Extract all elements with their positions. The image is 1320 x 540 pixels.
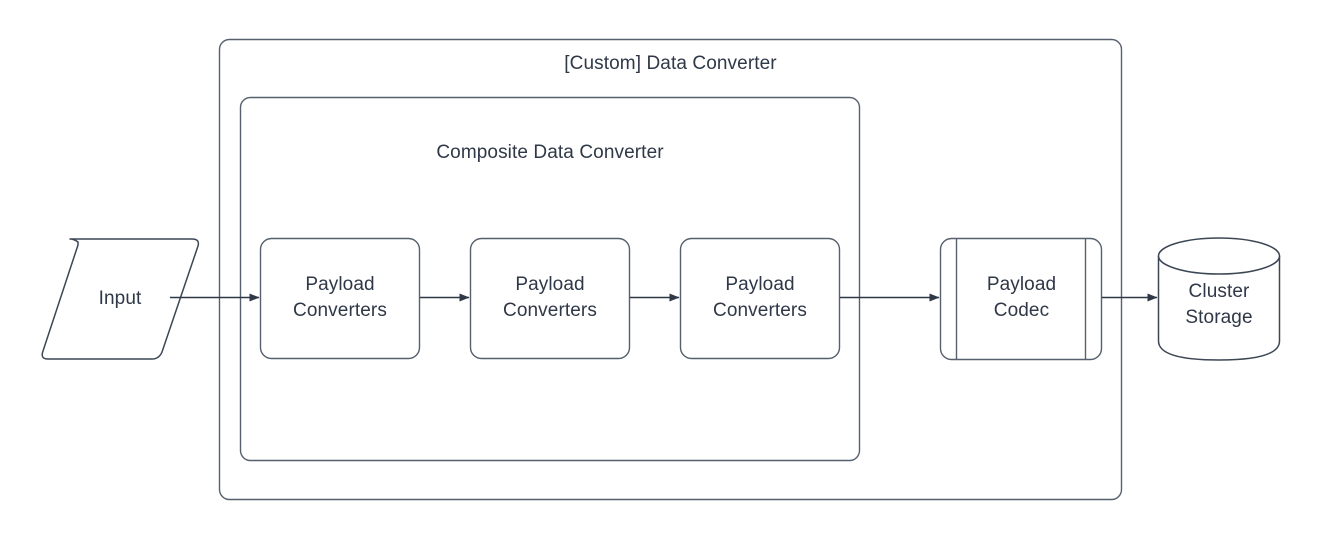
node-input-shape[interactable] <box>41 238 200 360</box>
node-payload-codec-shape[interactable] <box>939 237 1103 361</box>
node-cluster-storage-shape[interactable] <box>1157 237 1281 361</box>
node-payload-converters-3-shape[interactable] <box>679 237 841 360</box>
node-payload-converters-1-shape[interactable] <box>259 237 421 360</box>
node-payload-converters-2-shape[interactable] <box>469 237 631 360</box>
